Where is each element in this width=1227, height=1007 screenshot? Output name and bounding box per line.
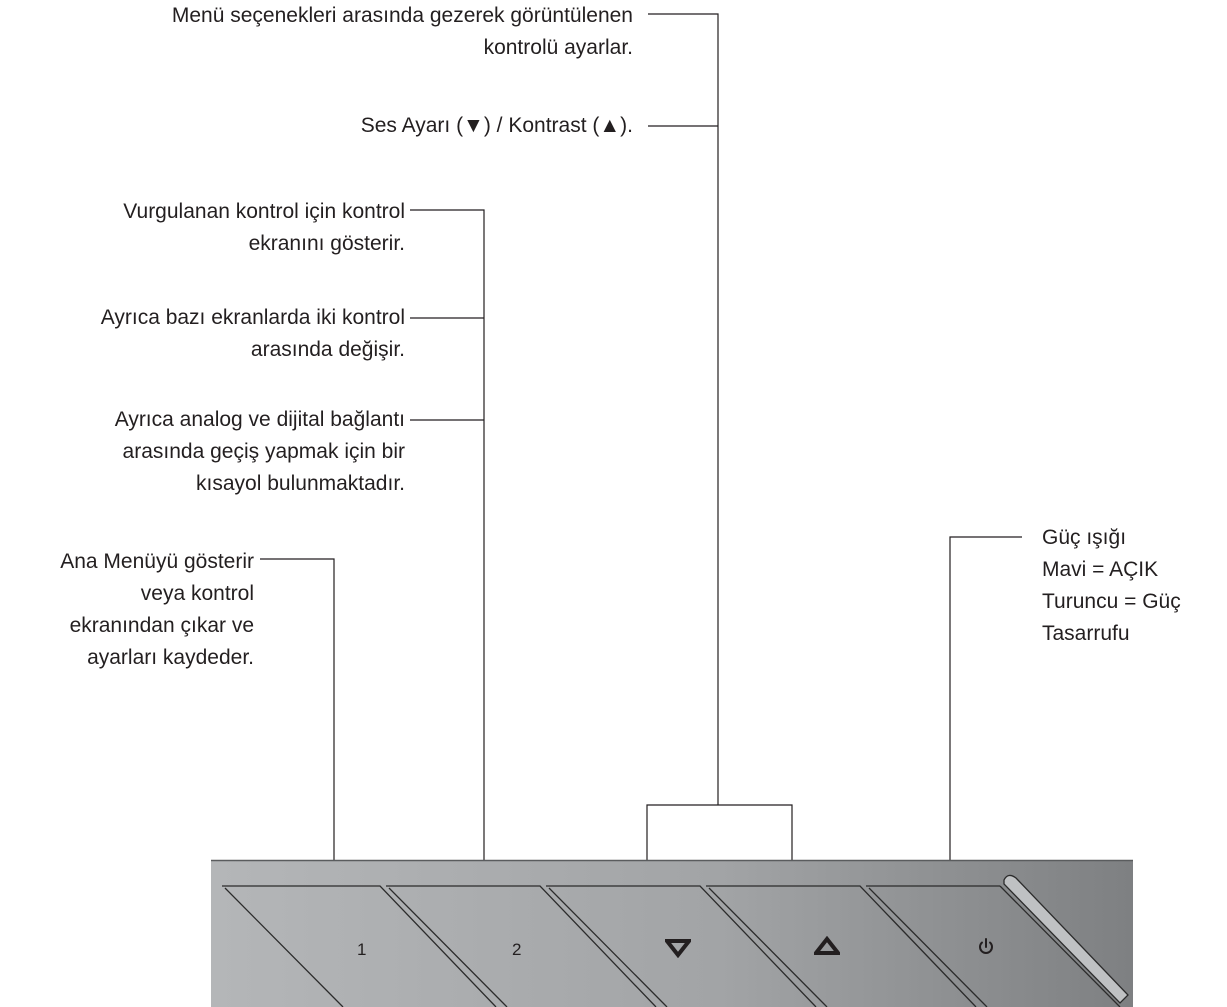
callout-button1-line-4: ayarları kaydeder. (87, 646, 254, 669)
callout-button1-line-3: ekranından çıkar ve (69, 614, 254, 637)
callout-button2-c: Ayrıca analog ve dijital bağlantı arasın… (115, 404, 405, 500)
up-triangle-icon (814, 936, 840, 955)
callout-button2-b-line-1: Ayrıca bazı ekranlarda iki kontrol (100, 306, 405, 329)
leader-line-nav (648, 13, 719, 805)
callout-power-line-3: Turuncu = Güç (1042, 590, 1181, 613)
callout-button1-line-2: veya kontrol (140, 582, 254, 605)
bracket-arrows (646, 804, 793, 860)
callout-button2-b: Ayrıca bazı ekranlarda iki kontrol arası… (101, 302, 405, 366)
callout-nav-line-1: Menü seçenekleri arasında gezerek görünt… (171, 4, 633, 27)
callout-nav-line-2: kontrolü ayarlar. (483, 36, 633, 59)
callout-volume-line-1: Ses Ayarı (▼) / Kontrast (▲). (360, 114, 633, 137)
callout-button2-c-line-3: kısayol bulunmaktadır. (196, 472, 405, 495)
callout-button1-line-1: Ana Menüyü gösterir (60, 550, 254, 573)
power-icon (979, 938, 993, 954)
down-triangle-icon (665, 939, 691, 958)
leader-line-button2-a (410, 209, 485, 860)
button-up[interactable] (814, 936, 840, 956)
control-panel (211, 859, 1133, 1007)
callout-power-line-4: Tasarrufu (1042, 622, 1130, 645)
callout-volume: Ses Ayarı (▼) / Kontrast (▲). (361, 110, 633, 142)
callout-button2-a-line-2: ekranını gösterir. (248, 232, 405, 255)
callout-power-line-1: Güç ışığı (1042, 526, 1127, 549)
callout-button1: Ana Menüyü gösterir veya kontrol ekranın… (60, 546, 254, 674)
callout-power-line-2: Mavi = AÇIK (1042, 558, 1159, 581)
leader-line-power (949, 536, 1022, 860)
callout-button2-c-line-2: arasında geçiş yapmak için bir (122, 440, 405, 463)
callout-button2-a: Vurgulanan kontrol için kontrol ekranını… (123, 196, 405, 260)
button-down[interactable] (665, 938, 691, 958)
callout-nav: Menü seçenekleri arasında gezerek görünt… (172, 0, 633, 64)
button-1[interactable]: 1 (357, 940, 367, 959)
leader-line-button1 (260, 558, 335, 860)
callout-button2-b-line-2: arasında değişir. (250, 338, 405, 361)
callout-power: Güç ışığı Mavi = AÇIK Turuncu = Güç Tasa… (1042, 522, 1181, 650)
callout-button2-a-line-1: Vurgulanan kontrol için kontrol (123, 200, 405, 223)
button-power[interactable] (976, 937, 996, 957)
callout-button2-c-line-1: Ayrıca analog ve dijital bağlantı (114, 408, 405, 431)
button-2[interactable]: 2 (512, 940, 522, 959)
